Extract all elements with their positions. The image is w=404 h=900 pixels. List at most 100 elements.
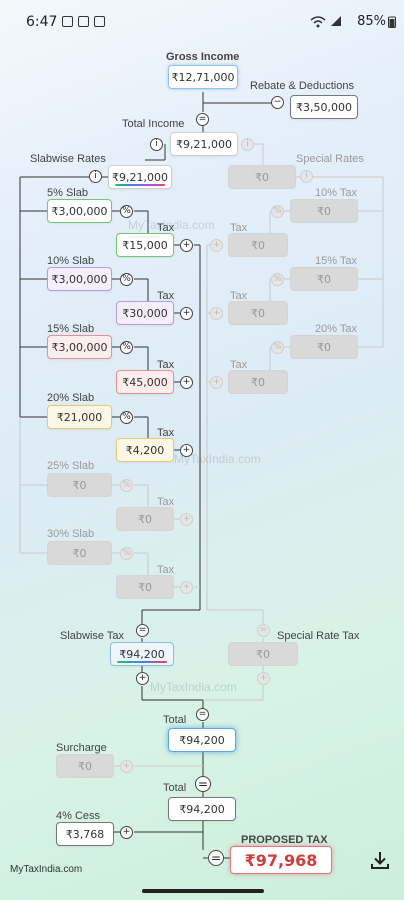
- plus-icon: +: [210, 239, 223, 252]
- slab-tax: ₹30,000: [116, 301, 174, 325]
- tax-label: Tax: [157, 290, 175, 302]
- slabwise-tax-field: ₹94,200: [110, 642, 174, 666]
- percent-icon: %: [120, 341, 133, 354]
- gross-income-field[interactable]: ₹12,71,000: [168, 65, 238, 89]
- progress-underline: [117, 661, 167, 663]
- home-indicator[interactable]: [142, 889, 264, 893]
- gallery-icon: [62, 16, 73, 27]
- info-icon[interactable]: i: [300, 170, 313, 183]
- equals-icon: =: [208, 850, 224, 866]
- plus-icon: +: [180, 513, 193, 526]
- wifi-icon: [310, 16, 326, 28]
- plus-icon: +: [257, 672, 270, 685]
- special-rate-tax-field: ₹0: [228, 642, 298, 666]
- surcharge-field[interactable]: ₹0: [56, 754, 114, 778]
- gross-income-label: Gross Income: [166, 51, 240, 63]
- slabwise-rates-field: ₹9,21,000: [108, 165, 172, 189]
- plus-icon: +: [210, 376, 223, 389]
- proposed-tax-field: ₹97,968: [230, 846, 332, 874]
- special-amount: ₹0: [290, 199, 358, 223]
- download-icon[interactable]: [370, 850, 390, 870]
- slab-amount: ₹21,000: [47, 405, 112, 429]
- percent-icon: %: [271, 341, 284, 354]
- cess-field: ₹3,768: [56, 822, 114, 846]
- slab-amount: ₹3,00,000: [47, 335, 112, 359]
- message-icon: [78, 16, 89, 27]
- slabwise-rates-label: Slabwise Rates: [30, 153, 106, 165]
- status-time: 6:47: [26, 14, 58, 30]
- battery-level: 85%: [357, 14, 386, 29]
- cess-label: 4% Cess: [56, 810, 101, 822]
- total-income-label: Total Income: [122, 118, 185, 130]
- special-amount: ₹0: [290, 267, 358, 291]
- tax-label: Tax: [157, 222, 175, 234]
- tax-label: Tax: [157, 359, 175, 371]
- percent-icon: %: [120, 479, 133, 492]
- slab-amount: ₹0: [47, 541, 112, 565]
- info-icon[interactable]: i: [241, 138, 254, 151]
- percent-icon: %: [120, 547, 133, 560]
- slab-amount: ₹3,00,000: [47, 199, 112, 223]
- special-rates-field: ₹0: [228, 165, 296, 189]
- plus-icon: +: [180, 444, 193, 457]
- tax-label: Tax: [157, 496, 175, 508]
- slabwise-tax-label: Slabwise Tax: [60, 630, 124, 642]
- slab-tax: ₹4,200: [116, 438, 174, 462]
- percent-icon: %: [120, 205, 133, 218]
- total-field: ₹94,200: [168, 728, 236, 752]
- tax-label: Tax: [230, 290, 248, 302]
- slab-amount: ₹3,00,000: [47, 267, 112, 291]
- plus-icon: +: [120, 760, 133, 773]
- slab-amount: ₹0: [47, 473, 112, 497]
- proposed-tax-label: PROPOSED TAX: [241, 834, 328, 846]
- percent-icon: %: [120, 273, 133, 286]
- slab-tax: ₹0: [116, 507, 174, 531]
- notification-icon: [94, 16, 105, 27]
- tax-label: Tax: [230, 359, 248, 371]
- watermark: MyTaxIndia.com: [128, 218, 215, 232]
- info-icon[interactable]: i: [89, 170, 102, 183]
- total-income-field: ₹9,21,000: [170, 132, 238, 156]
- equals-icon: =: [196, 113, 209, 126]
- tax-label: Tax: [157, 564, 175, 576]
- minus-icon: −: [271, 96, 284, 109]
- info-icon[interactable]: i: [150, 138, 163, 151]
- special-tax: ₹0: [228, 233, 288, 257]
- slabwise-tax-value: ₹94,200: [119, 647, 165, 661]
- special-label: 20% Tax: [315, 323, 357, 335]
- battery-icon: [388, 16, 396, 28]
- watermark: MyTaxIndia.com: [150, 680, 237, 694]
- special-label: 10% Tax: [315, 187, 357, 199]
- percent-icon: %: [271, 205, 284, 218]
- plus-icon: +: [120, 826, 133, 839]
- tax-label: Tax: [157, 427, 175, 439]
- rebate-label: Rebate & Deductions: [250, 80, 354, 92]
- plus-icon: +: [136, 672, 149, 685]
- plus-icon: +: [180, 376, 193, 389]
- slab-label: 30% Slab: [47, 528, 95, 540]
- total-label: Total: [163, 782, 187, 794]
- status-bar: 6:47 85%: [0, 0, 404, 44]
- plus-icon: +: [180, 581, 193, 594]
- slab-tax: ₹45,000: [116, 370, 174, 394]
- plus-icon: +: [180, 239, 193, 252]
- percent-icon: %: [120, 411, 133, 424]
- slab-tax: ₹0: [116, 575, 174, 599]
- equals-icon: =: [257, 624, 270, 637]
- slab-label: 5% Slab: [47, 187, 88, 199]
- slab-label: 10% Slab: [47, 255, 95, 267]
- slab-tax: ₹15,000: [116, 233, 174, 257]
- total-field: ₹94,200: [168, 797, 236, 821]
- surcharge-label: Surcharge: [56, 742, 107, 754]
- tax-label: Tax: [230, 222, 248, 234]
- plus-icon: +: [180, 307, 193, 320]
- slab-label: 15% Slab: [47, 323, 95, 335]
- rebate-field[interactable]: ₹3,50,000: [290, 95, 358, 119]
- brand-link[interactable]: MyTaxIndia.com: [10, 864, 83, 875]
- special-tax: ₹0: [228, 370, 288, 394]
- progress-underline: [115, 184, 165, 186]
- special-rates-label: Special Rates: [296, 153, 364, 165]
- signal-icon: [331, 16, 341, 26]
- total-label: Total: [163, 714, 187, 726]
- equals-icon: =: [196, 708, 209, 721]
